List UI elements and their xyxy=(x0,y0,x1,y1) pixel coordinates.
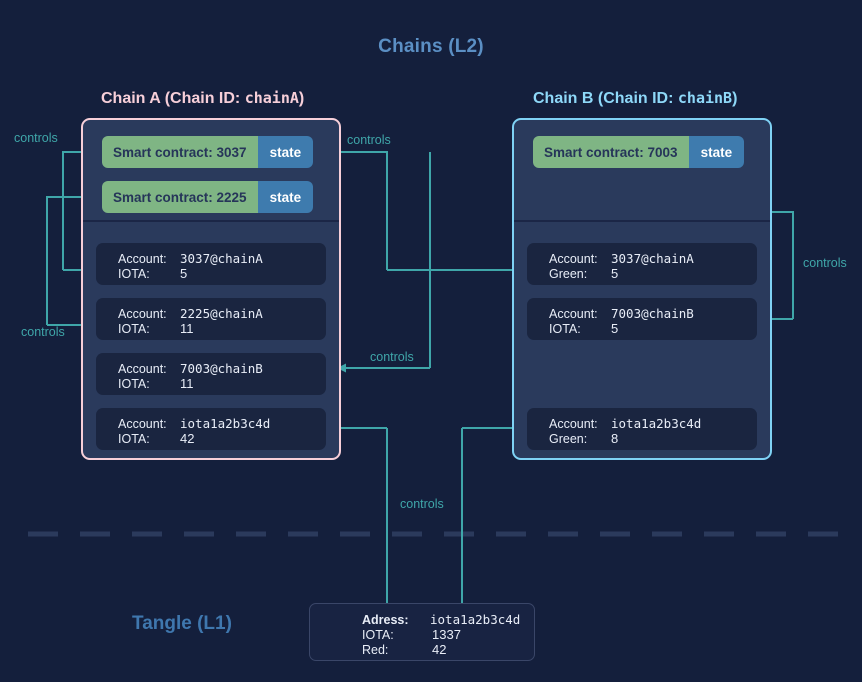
chain-a-title-prefix: Chain A (Chain ID: xyxy=(101,90,245,107)
page-title: Chains (L2) xyxy=(378,36,484,57)
chain-a-account-1-k2: IOTA: xyxy=(118,322,150,336)
edge-controls-a-top-left xyxy=(62,151,81,270)
chain-b-account-0-k1: Account: xyxy=(549,252,598,266)
chain-b-account-2[interactable]: Account: iota1a2b3c4d Green: 8 xyxy=(527,408,757,450)
chain-a-separator xyxy=(83,220,339,222)
edge-label-controls-tangle: controls xyxy=(400,497,444,511)
chain-a-account-0-row-key: Account: 3037@chainA xyxy=(118,252,263,266)
edge-label-controls-b-right: controls xyxy=(803,256,847,270)
tangle-red-row: Red: 42 xyxy=(362,643,446,657)
chain-b-title-id: chainB xyxy=(677,89,733,107)
chain-b-account-1-row-val: IOTA: 5 xyxy=(549,322,618,336)
chain-b-account-1-row-key: Account: 7003@chainB xyxy=(549,307,694,321)
chain-b-account-1-k1: Account: xyxy=(549,307,598,321)
chain-a-account-0-v1: 3037@chainA xyxy=(180,251,263,266)
chain-a-account-0[interactable]: Account: 3037@chainA IOTA: 5 xyxy=(96,243,326,285)
chain-a-contract-0-label: Smart contract: 3037 xyxy=(102,136,258,168)
edge-label-controls-a-top-left: controls xyxy=(14,131,58,145)
tangle-address-value: iota1a2b3c4d xyxy=(430,612,521,627)
chain-b-account-2-row-key: Account: iota1a2b3c4d xyxy=(549,417,701,431)
chain-a-account-3-k2: IOTA: xyxy=(118,432,150,446)
chain-a-account-0-row-val: IOTA: 5 xyxy=(118,267,187,281)
chain-a-contract-1-label: Smart contract: 2225 xyxy=(102,181,258,213)
chain-a-account-0-k2: IOTA: xyxy=(118,267,150,281)
chain-a-account-0-k1: Account: xyxy=(118,252,167,266)
tangle-iota-key: IOTA: xyxy=(362,628,394,642)
chain-a-account-2[interactable]: Account: 7003@chainB IOTA: 11 xyxy=(96,353,326,395)
chain-a-account-3-v1: iota1a2b3c4d xyxy=(180,416,271,431)
chain-a-account-3-row-key: Account: iota1a2b3c4d xyxy=(118,417,270,431)
chain-a-account-3-v2: 42 xyxy=(180,431,195,446)
chain-a-account-2-v1: 7003@chainB xyxy=(180,361,263,376)
chain-b-title: Chain B (Chain ID: chainB) xyxy=(533,89,737,108)
tangle-address-row: Adress: iota1a2b3c4d xyxy=(362,613,520,627)
chain-b-account-1-k2: IOTA: xyxy=(549,322,581,336)
tangle-iota-value: 1337 xyxy=(432,627,461,642)
chain-b-account-0-row-val: Green: 5 xyxy=(549,267,618,281)
chain-b-account-1[interactable]: Account: 7003@chainB IOTA: 5 xyxy=(527,298,757,340)
chain-b-account-0-row-key: Account: 3037@chainA xyxy=(549,252,694,266)
chain-a-account-2-row-val: IOTA: 11 xyxy=(118,377,194,391)
tangle-title: Tangle (L1) xyxy=(132,613,232,634)
chain-a-account-1-v2: 11 xyxy=(180,321,194,336)
chain-a-account-2-v2: 11 xyxy=(180,376,194,391)
chain-a-contract-0[interactable]: Smart contract: 3037 state xyxy=(102,136,314,168)
chain-a-contract-1[interactable]: Smart contract: 2225 state xyxy=(102,181,314,213)
chain-b-title-prefix: Chain B (Chain ID: xyxy=(533,90,678,107)
chain-a-account-2-k2: IOTA: xyxy=(118,377,150,391)
chain-a-account-0-v2: 5 xyxy=(180,266,188,281)
chain-b-account-0-k2: Green: xyxy=(549,267,588,281)
chain-b-title-suffix: ) xyxy=(732,90,738,107)
chain-a-account-1-row-val: IOTA: 11 xyxy=(118,322,194,336)
chain-a-account-1[interactable]: Account: 2225@chainA IOTA: 11 xyxy=(96,298,326,340)
tangle-address-card[interactable]: Adress: iota1a2b3c4d IOTA: 1337 Red: 42 xyxy=(309,603,535,661)
chain-a-account-2-row-key: Account: 7003@chainB xyxy=(118,362,263,376)
chain-a-contract-1-state[interactable]: state xyxy=(257,181,314,213)
chain-b-contract-0[interactable]: Smart contract: 7003 state xyxy=(533,136,745,168)
tangle-iota-row: IOTA: 1337 xyxy=(362,628,461,642)
chain-a-title: Chain A (Chain ID: chainA) xyxy=(101,89,304,108)
edge-label-controls-b-to-a-mid: controls xyxy=(370,350,414,364)
chain-b-contract-0-state[interactable]: state xyxy=(688,136,745,168)
chain-b-separator xyxy=(514,220,770,222)
chain-a-account-1-v1: 2225@chainA xyxy=(180,306,263,321)
chain-a-contract-0-state[interactable]: state xyxy=(257,136,314,168)
tangle-address-key: Adress: xyxy=(362,613,409,627)
chain-b-account-2-v1: iota1a2b3c4d xyxy=(611,416,702,431)
chain-b-account-0-v2: 5 xyxy=(611,266,619,281)
chain-b-account-1-v2: 5 xyxy=(611,321,619,336)
chain-b-account-2-k2: Green: xyxy=(549,432,588,446)
chain-b-account-1-v1: 7003@chainB xyxy=(611,306,694,321)
chain-b-account-0-v1: 3037@chainA xyxy=(611,251,694,266)
tangle-red-value: 42 xyxy=(432,642,447,657)
chain-b-account-2-k1: Account: xyxy=(549,417,598,431)
chain-a-account-1-row-key: Account: 2225@chainA xyxy=(118,307,263,321)
chain-b-account-0[interactable]: Account: 3037@chainA Green: 5 xyxy=(527,243,757,285)
chain-b-container xyxy=(512,118,772,460)
chain-a-account-2-k1: Account: xyxy=(118,362,167,376)
edge-controls-a-bottom-left xyxy=(46,196,81,325)
edge-controls-a-to-b-top xyxy=(341,151,388,270)
tangle-red-key: Red: xyxy=(362,643,389,657)
chain-b-account-2-v2: 8 xyxy=(611,431,619,446)
chain-a-account-3-k1: Account: xyxy=(118,417,167,431)
chain-a-title-suffix: ) xyxy=(298,90,305,107)
chain-b-account-2-row-val: Green: 8 xyxy=(549,432,618,446)
chain-a-account-1-k1: Account: xyxy=(118,307,167,321)
chain-a-container xyxy=(81,118,341,460)
chain-a-account-3[interactable]: Account: iota1a2b3c4d IOTA: 42 xyxy=(96,408,326,450)
chain-a-account-3-row-val: IOTA: 42 xyxy=(118,432,194,446)
edge-label-controls-a-bottom-left: controls xyxy=(21,325,65,339)
chain-b-contract-0-label: Smart contract: 7003 xyxy=(533,136,689,168)
edge-label-controls-a-to-b-top: controls xyxy=(347,133,391,147)
chain-a-title-id: chainA xyxy=(244,89,299,107)
